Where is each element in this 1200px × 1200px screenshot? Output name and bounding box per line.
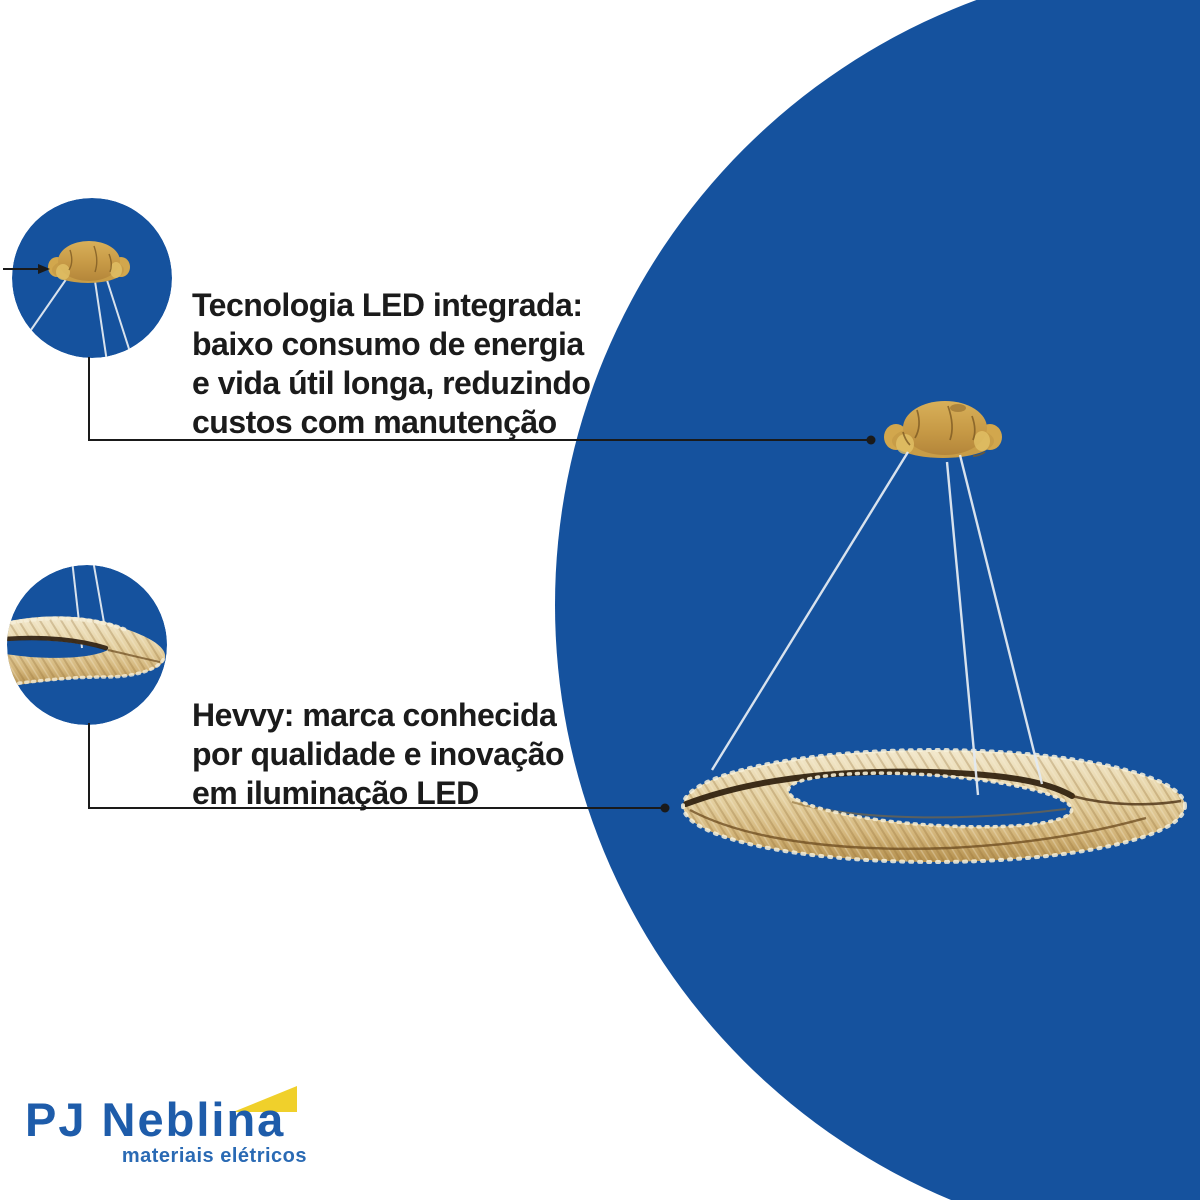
connector-line-led [88, 357, 876, 445]
detail-canopy [48, 241, 130, 283]
suspension-wires [710, 451, 1044, 796]
callout-line: baixo consumo de energia [192, 326, 584, 362]
connector-dot [866, 435, 876, 445]
callout-line: custos com manutenção [192, 404, 557, 440]
callout-line: e vida útil longa, reduzindo [192, 365, 591, 401]
connector-dot [660, 803, 670, 813]
callout-line: por qualidade e inovação [192, 736, 565, 772]
callout-line: Tecnologia LED integrada: [192, 287, 583, 323]
logo-name: PJ Neblina [25, 1093, 286, 1146]
callout-line: Hevvy: marca conhecida [192, 697, 557, 733]
detail-wires [23, 276, 131, 358]
detail-circle-ring [7, 565, 167, 725]
detail-circle-canopy [12, 198, 172, 358]
callout-arrow-icon [3, 264, 50, 274]
detail-ring-segment [7, 616, 166, 687]
pendant-lamp-photo [681, 401, 1187, 864]
crystal-ring [681, 748, 1187, 864]
callout-line: em iluminação LED [192, 775, 479, 811]
callout-led-technology: Tecnologia LED integrada: baixo consumo … [192, 286, 591, 442]
brand-logo: PJ Neblina materiais elétricos [25, 1093, 307, 1168]
hero-circle [555, 0, 1200, 1200]
connector-line-brand [88, 723, 670, 813]
logo-tagline: materiais elétricos [121, 1145, 307, 1167]
logo-accent-wedge-icon [233, 1086, 297, 1112]
callout-brand: Hevvy: marca conhecida por qualidade e i… [192, 696, 565, 813]
canopy [884, 401, 1002, 458]
